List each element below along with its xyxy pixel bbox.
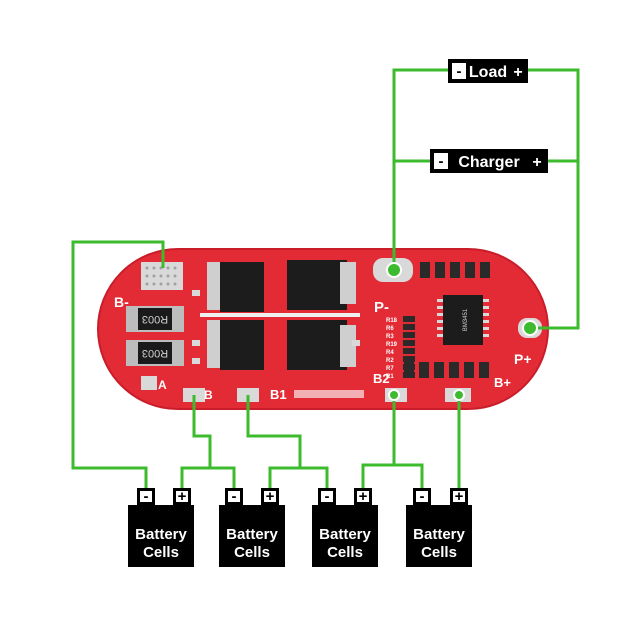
resistor-top-marking: R003 bbox=[142, 313, 168, 325]
resistor-bottom-marking: R003 bbox=[142, 347, 168, 359]
battery-4-minus-label: - bbox=[420, 488, 425, 505]
battery-3-line1: Battery bbox=[319, 526, 371, 543]
pad-b2-label: B2 bbox=[373, 371, 390, 386]
wire-tap-b1-2 bbox=[300, 466, 329, 488]
mosfet-divider bbox=[200, 313, 360, 317]
battery-3-minus-label: - bbox=[325, 488, 330, 505]
charger-plus: + bbox=[532, 154, 541, 171]
battery-2-line1: Battery bbox=[226, 526, 278, 543]
resistor-ref-r18: R18 bbox=[386, 318, 398, 324]
resistor-body bbox=[403, 348, 415, 354]
battery-4-plus-label: + bbox=[455, 488, 464, 505]
battery-1-body bbox=[128, 505, 194, 567]
battery-4-line2: Cells bbox=[421, 544, 457, 561]
resistor-body bbox=[403, 316, 415, 322]
battery-3-line2: Cells bbox=[327, 544, 363, 561]
resistor-ref-r19: R19 bbox=[386, 342, 398, 348]
battery-1-line1: Battery bbox=[135, 526, 187, 543]
resistor-ref-r2: R2 bbox=[386, 358, 394, 364]
battery-4: - + Battery Cells bbox=[406, 488, 472, 567]
wire-end-dots bbox=[386, 262, 538, 401]
wire-p-plus bbox=[527, 68, 580, 330]
resistor-body bbox=[403, 324, 415, 330]
resistor-ref-r6: R6 bbox=[386, 326, 394, 332]
mosfet-3 bbox=[207, 320, 264, 370]
battery-2-body bbox=[219, 505, 285, 567]
battery-1: - + Battery Cells bbox=[128, 488, 194, 567]
load-text: Load bbox=[469, 64, 507, 81]
mosfet-4 bbox=[287, 320, 356, 370]
wire-tap-b2 bbox=[361, 395, 396, 488]
load-plus: + bbox=[513, 64, 522, 81]
wires bbox=[71, 68, 580, 488]
mosfet-1 bbox=[207, 262, 264, 312]
dot-p-plus bbox=[522, 320, 538, 336]
pcb-board: B- R003 R003 bbox=[97, 248, 549, 410]
pad-b-plus-label: B+ bbox=[494, 375, 511, 390]
mosfet-2 bbox=[287, 260, 356, 310]
battery-1-plus-label: + bbox=[178, 488, 187, 505]
pad-via-dots bbox=[145, 266, 177, 286]
battery-2-minus-label: - bbox=[232, 488, 237, 505]
load-minus: - bbox=[457, 63, 462, 80]
dot-b-plus bbox=[453, 389, 465, 401]
pad-a-label: A bbox=[158, 378, 167, 392]
pad-b-minus-label: B- bbox=[114, 294, 129, 310]
battery-2-line2: Cells bbox=[234, 544, 270, 561]
charger-text: Charger bbox=[458, 154, 519, 171]
battery-4-line1: Battery bbox=[413, 526, 465, 543]
battery-3: - + Battery Cells bbox=[312, 488, 378, 567]
wire-tap-b1 bbox=[246, 395, 302, 488]
pad-p-minus-label: P- bbox=[374, 299, 389, 316]
resistor-ref-r3: R3 bbox=[386, 334, 394, 340]
battery-1-minus-label: - bbox=[144, 488, 149, 505]
sense-resistor-top: R003 bbox=[126, 306, 184, 332]
battery-1-line2: Cells bbox=[143, 544, 179, 561]
load-label: - Load + bbox=[448, 59, 528, 83]
resistor-array-top bbox=[420, 262, 490, 278]
battery-4-body bbox=[406, 505, 472, 567]
battery-3-body bbox=[312, 505, 378, 567]
dot-p-minus bbox=[386, 262, 402, 278]
resistor-body bbox=[403, 332, 415, 338]
pad-a bbox=[141, 376, 157, 390]
charger-label: - Charger + bbox=[430, 149, 548, 173]
charger-minus: - bbox=[439, 153, 444, 170]
battery-2: - + Battery Cells bbox=[219, 488, 285, 567]
ic-marking: BM3451 bbox=[463, 308, 469, 331]
battery-3-plus-label: + bbox=[359, 488, 368, 505]
resistor-ref-r7: R7 bbox=[386, 366, 394, 372]
wire-tap-b-2 bbox=[210, 466, 236, 488]
pad-b1-label: B1 bbox=[270, 387, 287, 402]
resistor-body bbox=[403, 340, 415, 346]
wire-tap-b bbox=[180, 395, 212, 488]
wire-p-minus bbox=[392, 68, 448, 270]
battery-2-plus-label: + bbox=[266, 488, 275, 505]
pad-b-label: B bbox=[204, 388, 213, 402]
resistor-body bbox=[403, 356, 415, 362]
smd-pads-left bbox=[192, 290, 360, 364]
pad-p-plus-label: P+ bbox=[514, 351, 532, 367]
dot-b2 bbox=[388, 389, 400, 401]
silkscreen-strip bbox=[294, 390, 364, 398]
resistor-array-bottom bbox=[404, 362, 489, 378]
wire-tap-b2-2 bbox=[394, 463, 424, 488]
resistor-ref-r4: R4 bbox=[386, 350, 394, 356]
sense-resistor-bottom: R003 bbox=[126, 340, 184, 366]
resistor-ref-r1: R1 bbox=[386, 374, 394, 380]
wire-b-minus bbox=[71, 240, 165, 488]
protection-ic: BM3451 bbox=[437, 295, 489, 345]
